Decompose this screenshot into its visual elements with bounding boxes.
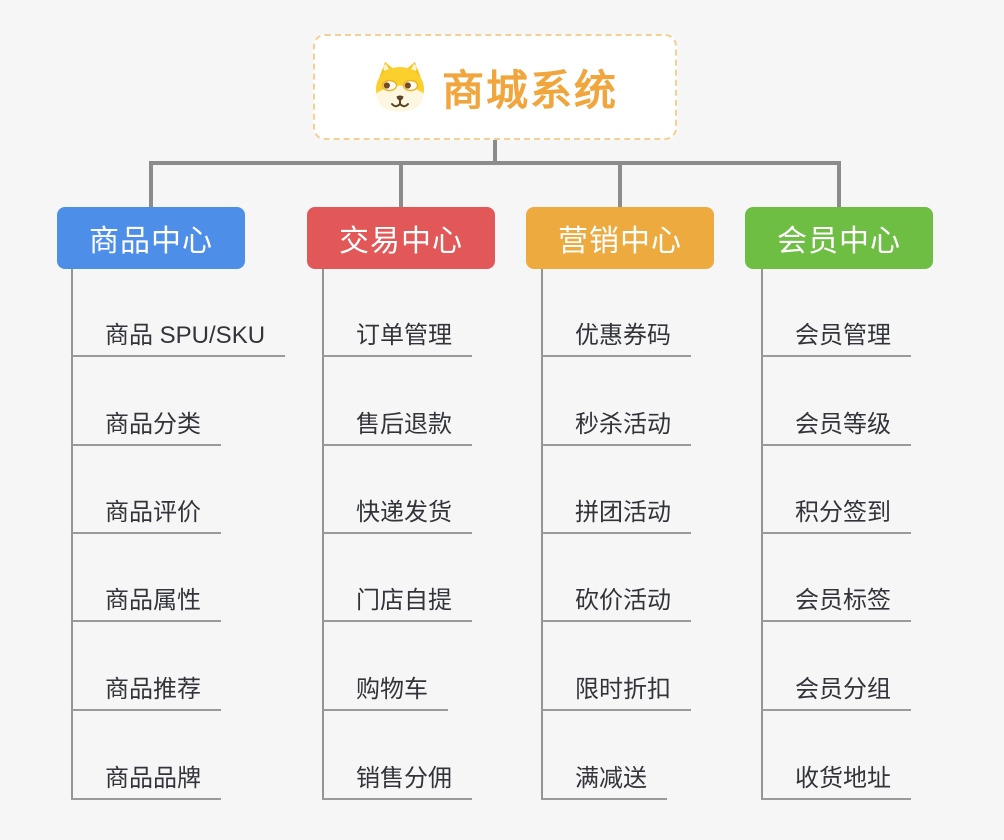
sub-topic-node[interactable]: 售后退款	[322, 406, 472, 446]
sub-topic-node[interactable]: 会员管理	[761, 317, 911, 357]
connector-root-stub	[493, 140, 497, 165]
sub-topic-node[interactable]: 会员标签	[761, 582, 911, 622]
branch-node-product-center[interactable]: 商品中心	[57, 207, 245, 269]
sub-topic-node[interactable]: 商品 SPU/SKU	[71, 317, 286, 357]
sub-topic-node[interactable]: 收货地址	[761, 760, 911, 800]
branch-node-member-center[interactable]: 会员中心	[745, 207, 933, 269]
sub-topic-node[interactable]: 销售分佣	[322, 760, 472, 800]
sub-topic-node[interactable]: 砍价活动	[541, 582, 691, 622]
sub-topic-node[interactable]: 订单管理	[322, 317, 472, 357]
connector-drop-trade	[399, 161, 403, 209]
sub-topic-node[interactable]: 限时折扣	[541, 671, 691, 711]
sub-topic-node[interactable]: 快递发货	[322, 494, 472, 534]
connector-drop-member	[837, 161, 841, 209]
connector-drop-product	[149, 161, 153, 209]
connector-drop-marketing	[618, 161, 622, 209]
sub-topic-node[interactable]: 拼团活动	[541, 494, 691, 534]
sub-topic-node[interactable]: 积分签到	[761, 494, 911, 534]
sub-topic-node[interactable]: 购物车	[322, 671, 448, 711]
root-node[interactable]: 商城系统	[313, 34, 677, 140]
branch-spine-marketing	[541, 269, 543, 800]
root-node-title: 商城系统	[441, 66, 618, 114]
sub-topic-node[interactable]: 门店自提	[322, 582, 472, 622]
branch-node-trade-center[interactable]: 交易中心	[307, 207, 495, 269]
sub-topic-node[interactable]: 会员分组	[761, 671, 911, 711]
dog-face-icon	[375, 62, 424, 112]
sub-topic-node[interactable]: 会员等级	[761, 406, 911, 446]
sub-topic-node[interactable]: 满减送	[541, 760, 667, 800]
sub-topic-node[interactable]: 商品评价	[71, 494, 221, 534]
sub-topic-node[interactable]: 商品属性	[71, 582, 221, 622]
branch-spine-trade	[322, 269, 324, 800]
sub-topic-node[interactable]: 商品分类	[71, 406, 221, 446]
sub-topic-node[interactable]: 秒杀活动	[541, 406, 691, 446]
branch-spine-product	[71, 269, 73, 800]
sub-topic-node[interactable]: 商品品牌	[71, 760, 221, 800]
sub-topic-node[interactable]: 优惠券码	[541, 317, 691, 357]
connector-horizontal	[149, 161, 841, 165]
branch-node-marketing-center[interactable]: 营销中心	[526, 207, 714, 269]
sub-topic-node[interactable]: 商品推荐	[71, 671, 221, 711]
branch-spine-member	[761, 269, 763, 800]
